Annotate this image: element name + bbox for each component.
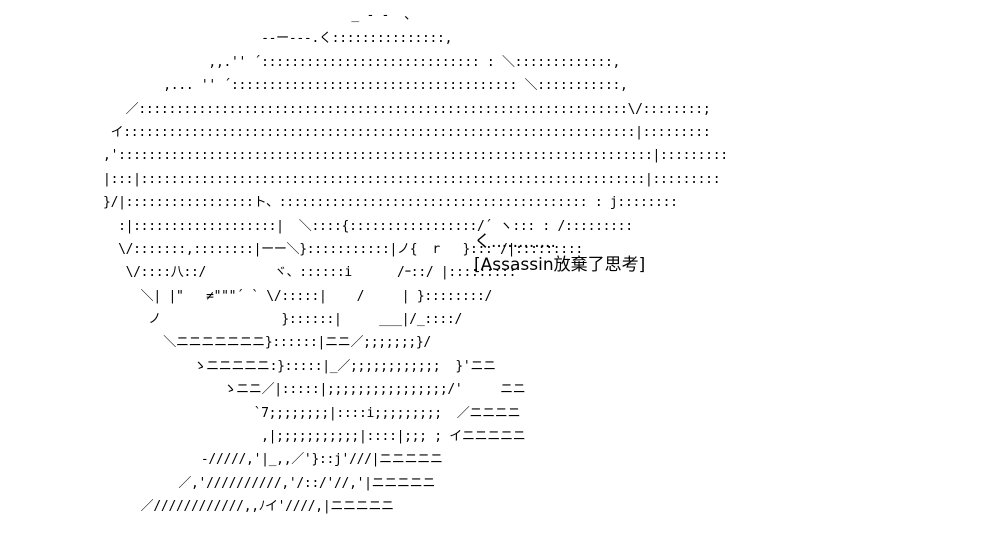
ascii-art-line: :|:::::::::::::::::::| ＼::::{:::::::::::… bbox=[88, 218, 633, 234]
ascii-art-line: `7;;;;;;;;|::::i;;;;;;;;; ／ニニニニ bbox=[88, 405, 521, 421]
caption-text: [Assassin放棄了思考] bbox=[474, 255, 646, 275]
ascii-art-line: ＼| |" ≠"""´ ` \/:::::| / | }::::::::/ bbox=[88, 288, 493, 304]
caption-ellipsis: く............ bbox=[474, 232, 556, 252]
caption-block: く............ [Assassin放棄了思考] bbox=[474, 231, 645, 277]
ascii-art-line: イ:::::::::::::::::::::::::::::::::::::::… bbox=[88, 124, 711, 140]
ascii-art-line: ゝニニニニニ:}:::::|_／;;;;;;;;;;;; }'ニニ bbox=[88, 358, 496, 374]
ascii-art-line: -/////,'|_,,／'}::j'///|ニニニニニ bbox=[88, 452, 443, 468]
ascii-art-line: ／////////////,,ﾉイ'////,|ニニニニニ bbox=[88, 499, 394, 515]
ascii-art-line: ＼ニニニニニニニ}::::::|ニニ／;;;;;;;}/ bbox=[88, 335, 431, 351]
ascii-art-line: _ - - 、 bbox=[88, 8, 417, 23]
ascii-art-line: }/|:::::::::::::::::ト、::::::::::::::::::… bbox=[88, 195, 678, 211]
ascii-art-line: \/::::八::/ ヾ、::::::i /ｰ::/ |::::::::: bbox=[88, 265, 517, 281]
ascii-art-line: |:::|:::::::::::::::::::::::::::::::::::… bbox=[88, 171, 721, 187]
ascii-art-line: ／,'//////////,'/::/'//,'|ニニニニニ bbox=[88, 475, 436, 491]
ascii-art-line: --ー---.く:::::::::::::::, bbox=[88, 31, 453, 47]
ascii-art-line: ゝニニ／|:::::|;;;;;;;;;;;;;;;;/' ニニ bbox=[88, 382, 526, 398]
ascii-art-line: ,,.'' ´::::::::::::::::::::::::::::: : ＼… bbox=[88, 54, 621, 70]
ascii-art-line: ／:::::::::::::::::::::::::::::::::::::::… bbox=[88, 101, 711, 117]
ascii-art-figure: _ - - 、 --ー---.く:::::::::::::::, ,,.'' ´… bbox=[88, 4, 728, 519]
ascii-art-line: ,|;;;;;;;;;;;|::::|;;; ; イニニニニニ bbox=[88, 429, 526, 445]
ascii-art-line: ノ }::::::| ___|/_::::/ bbox=[88, 312, 462, 328]
ascii-art-line: ,'::::::::::::::::::::::::::::::::::::::… bbox=[88, 148, 728, 164]
ascii-art-line: ,... '' ´:::::::::::::::::::::::::::::::… bbox=[88, 78, 628, 94]
ascii-art-line: \/:::::::,::::::::|ーー＼}:::::::::::|ノ{ r … bbox=[88, 241, 583, 257]
